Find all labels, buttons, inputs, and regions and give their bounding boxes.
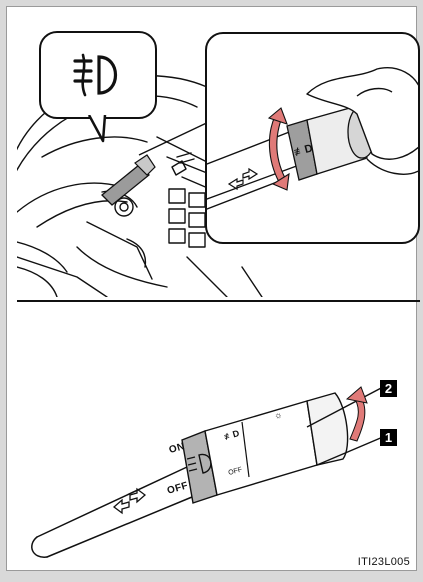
- front-fog-light-icon: [69, 51, 129, 99]
- illustration-frame: ≢D: [6, 6, 417, 571]
- inset-drawing: ≢D: [207, 34, 420, 244]
- fog-light-switch-band: ≢D ☼ OFF: [182, 393, 348, 503]
- bubble-tail: [87, 115, 117, 143]
- rotate-arrow-icon: [269, 108, 289, 190]
- figure-id: ITI23L005: [358, 556, 410, 568]
- turn-signal-arrows-icon: [114, 489, 145, 513]
- lever-detail-drawing: ≢D ☼ OFF: [17, 307, 420, 577]
- curved-arrow-icon: [347, 387, 367, 441]
- top-illustration-panel: ≢D: [17, 17, 420, 297]
- zoom-inset: ≢D: [205, 32, 420, 244]
- callout-2: 2: [380, 380, 397, 397]
- callout-bubble: [39, 31, 157, 119]
- bottom-illustration-panel: ≢D ☼ OFF: [17, 307, 420, 577]
- callout-1: 1: [380, 429, 397, 446]
- section-divider: [17, 300, 420, 302]
